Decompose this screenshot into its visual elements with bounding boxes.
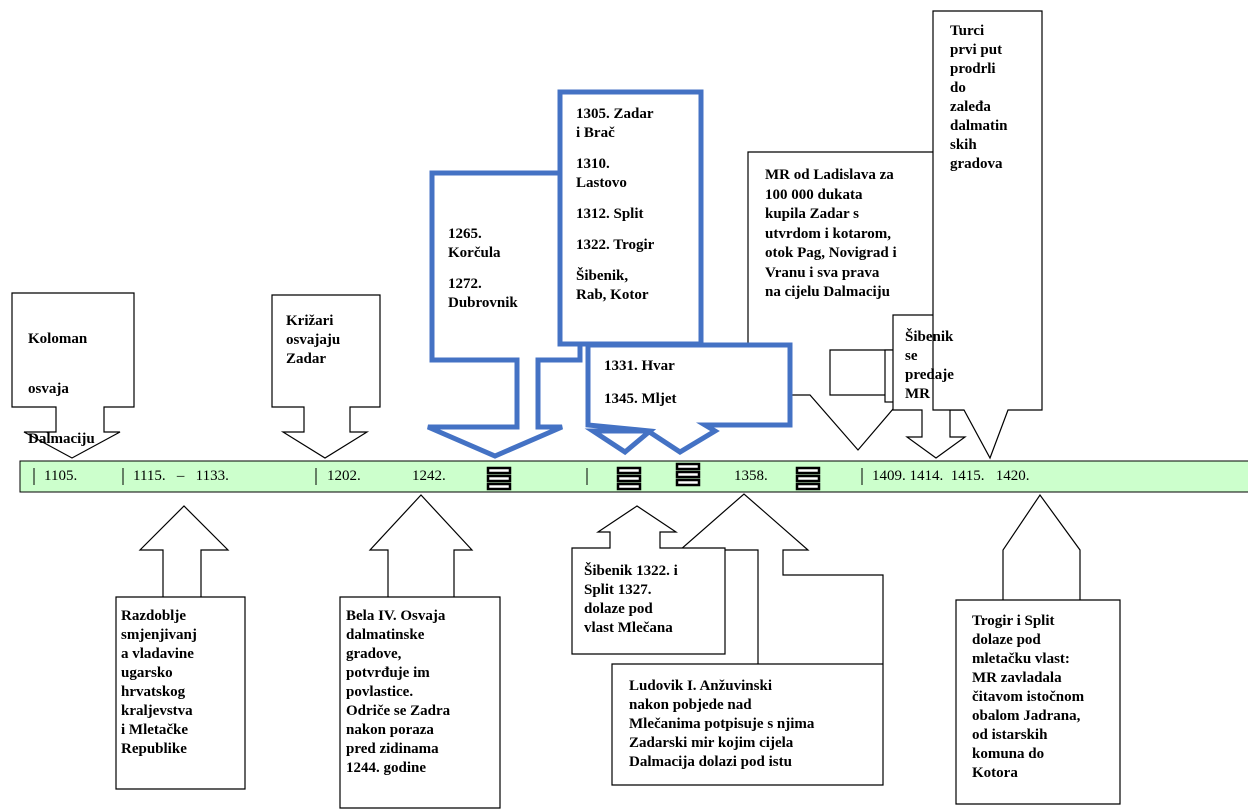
callout-zadar-brac-line: 1310. Lastovo [576,156,627,191]
callout-turci-text: Turci prvi put prodrli do zaleđa dalmati… [950,23,1008,172]
timeline-ticks [33,468,863,485]
callout-hvar-line: 1345. Mljet [604,391,677,407]
callout-trogir-split-text: Trogir i Split dolaze pod mletačku vlast… [972,613,1085,781]
year-1242: 1242. [412,468,446,484]
callout-sibenik-split-text: Šibenik 1322. i Split 1327. dolaze pod v… [584,563,678,636]
callout-ludovik-text: Ludovik I. Anžuvinski nakon pobjede nad … [629,678,815,770]
callout-koloman-line: Dalmaciju [28,431,95,447]
callout-zadar-brac-text: 1305. Zadar i Brač 1310. Lastovo 1312. S… [576,105,700,317]
callout-bela-text: Bela IV. Osvaja dalmatinske gradove, pot… [346,608,451,776]
book-stack-icon [675,462,701,487]
callout-korcula-text: 1265. Korčula 1272. Dubrovnik [448,225,576,325]
callout-zadar-brac-line: 1322. Trogir [576,237,655,253]
callout-krizari-shape [271,294,381,459]
callout-zadar-brac-line: 1305. Zadar i Brač [576,106,654,141]
year-1409-1420: 1409. 1414. 1415. 1420. [872,468,1030,484]
year-1202: 1202. [327,468,361,484]
callout-hvar-text: 1331. Hvar 1345. Mljet [604,357,784,421]
callout-trogir-split-shape [955,493,1121,805]
callout-hvar-line: 1331. Hvar [604,358,675,374]
year-1105: 1105. [44,468,78,484]
year-1358: 1358. [734,468,768,484]
callout-koloman-line: osvaja [28,381,69,397]
callout-koloman-line: Koloman [28,331,88,347]
callout-razdoblje-text: Razdoblje smjenjivanj a vladavine ugarsk… [121,608,197,757]
callout-krizari-text: Križari osvajaju Zadar [286,313,341,367]
callout-korcula-line: 1272. Dubrovnik [448,276,518,311]
callout-zadar-brac-line: 1312. Split [576,206,644,222]
callout-razdoblje-shape [115,505,246,790]
book-stack-icon [486,466,512,491]
callout-turci-shape [932,10,1043,460]
callout-zadar-brac-shape [557,89,704,347]
book-stack-icon [616,466,642,491]
callout-koloman-text: Koloman osvaja Dalmaciju [28,311,132,480]
callout-sibenik-predaje-text: Šibenik se predaje MR [905,329,954,402]
callout-sibenik-split-shape [571,505,726,655]
callout-ludovik-shape [611,493,884,786]
callout-zadar-brac-line: Šibenik, Rab, Kotor [576,268,649,303]
callout-koloman-shape [11,292,135,459]
book-stack-icon [795,466,821,491]
callout-ladislav-text: MR od Ladislava za 100 000 dukata kupila… [765,167,897,300]
callout-korcula-line: 1265. Korčula [448,226,501,261]
callout-hvar-shape [584,342,793,456]
callout-bela-shape [339,494,501,809]
year-1115-1133: 1115. – 1133. [133,468,229,484]
